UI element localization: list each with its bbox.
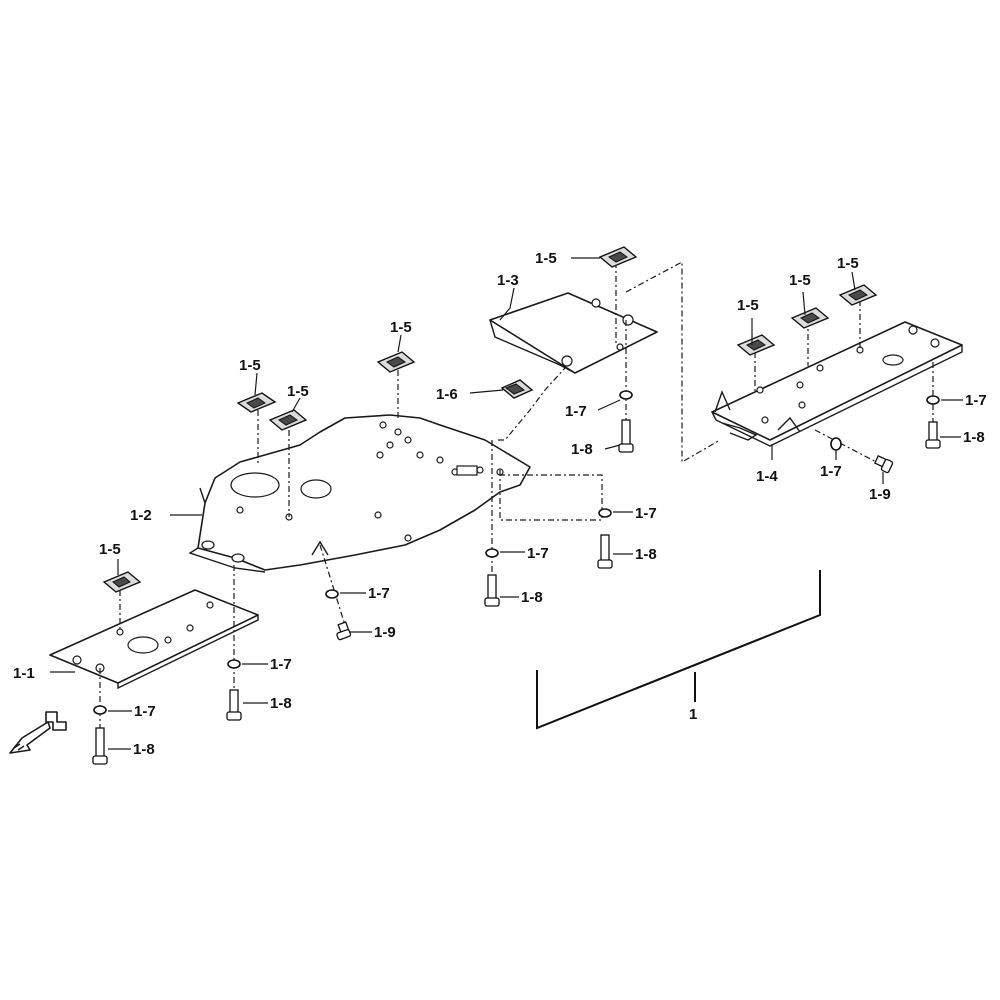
callout-1-5-right-c: 1-5 — [837, 255, 859, 272]
callout-1-4: 1-4 — [756, 468, 778, 485]
clip-1-5-right-a — [736, 334, 776, 356]
washer-1-7-b — [227, 659, 241, 669]
front-arrow-icon — [9, 711, 67, 754]
callout-1-8-mid: 1-8 — [521, 589, 543, 606]
callout-1-7-rail: 1-7 — [820, 463, 842, 480]
washer-1-7-h — [830, 437, 842, 451]
clip-1-5-left-a — [236, 392, 277, 413]
callout-1-8-right: 1-8 — [963, 429, 985, 446]
bolt-1-8-d — [597, 534, 613, 569]
callout-1-7-lower: 1-7 — [270, 656, 292, 673]
bolt-1-8-a — [92, 727, 108, 765]
callout-1-7-right-mid: 1-7 — [635, 505, 657, 522]
callout-1-5-right-b: 1-5 — [789, 272, 811, 289]
callout-1-7-left: 1-7 — [368, 585, 390, 602]
callout-1-8-front: 1-8 — [133, 741, 155, 758]
callout-1: 1 — [689, 706, 697, 723]
clip-1-5-left-b — [268, 409, 308, 431]
rail-plate-1-4 — [711, 321, 963, 447]
clip-1-5-center — [376, 351, 416, 373]
callout-1-5-top: 1-5 — [535, 250, 557, 267]
callout-1-1: 1-1 — [13, 665, 35, 682]
clip-1-5-front-plate — [102, 571, 142, 593]
clip-1-6 — [500, 379, 534, 399]
bolt-1-8-f — [925, 421, 941, 449]
clip-1-5-top — [598, 246, 638, 268]
washer-1-7-c — [325, 589, 339, 599]
callout-1-5-left-b: 1-5 — [287, 383, 309, 400]
callout-1-7-upper: 1-7 — [565, 403, 587, 420]
bolt-1-9-b — [874, 454, 894, 474]
callout-1-6: 1-6 — [436, 386, 458, 403]
callout-1-9-left: 1-9 — [374, 624, 396, 641]
washer-1-7-e — [598, 508, 612, 518]
washer-1-7-f — [619, 390, 633, 400]
callout-1-5-right-a: 1-5 — [737, 297, 759, 314]
callout-1-8-upper: 1-8 — [571, 441, 593, 458]
callout-1-7-front: 1-7 — [134, 703, 156, 720]
bolt-1-9-a — [336, 621, 352, 641]
assembly-bracket — [536, 570, 821, 730]
guard-plate-1-3 — [489, 292, 658, 374]
clip-1-5-right-b — [790, 307, 830, 329]
leader-lines — [50, 257, 963, 750]
bolt-1-8-c — [484, 574, 500, 607]
washer-1-7-g — [926, 395, 940, 405]
callout-1-5-left-a: 1-5 — [239, 357, 261, 374]
callout-1-7-right: 1-7 — [965, 392, 987, 409]
callout-1-9-right: 1-9 — [869, 486, 891, 503]
callout-1-8-right-mid: 1-8 — [635, 546, 657, 563]
callout-1-2: 1-2 — [130, 507, 152, 524]
callout-1-3: 1-3 — [497, 272, 519, 289]
front-plate-1-1 — [49, 589, 259, 690]
callout-labels: 1 1-1 1-2 1-3 1-4 1-5 1-5 1-5 1-5 1-5 1-… — [13, 250, 987, 758]
washer-1-7-a — [93, 705, 107, 715]
callout-1-5-front: 1-5 — [99, 541, 121, 558]
washer-1-7-d — [485, 548, 499, 558]
callout-1-7-mid: 1-7 — [527, 545, 549, 562]
bolt-1-8-e — [618, 419, 634, 453]
callout-1-8-lower: 1-8 — [270, 695, 292, 712]
callout-1-5-center: 1-5 — [390, 319, 412, 336]
bolt-1-8-b — [226, 689, 242, 721]
clip-1-5-right-c — [838, 284, 878, 306]
skid-plate-1-2 — [188, 414, 531, 573]
